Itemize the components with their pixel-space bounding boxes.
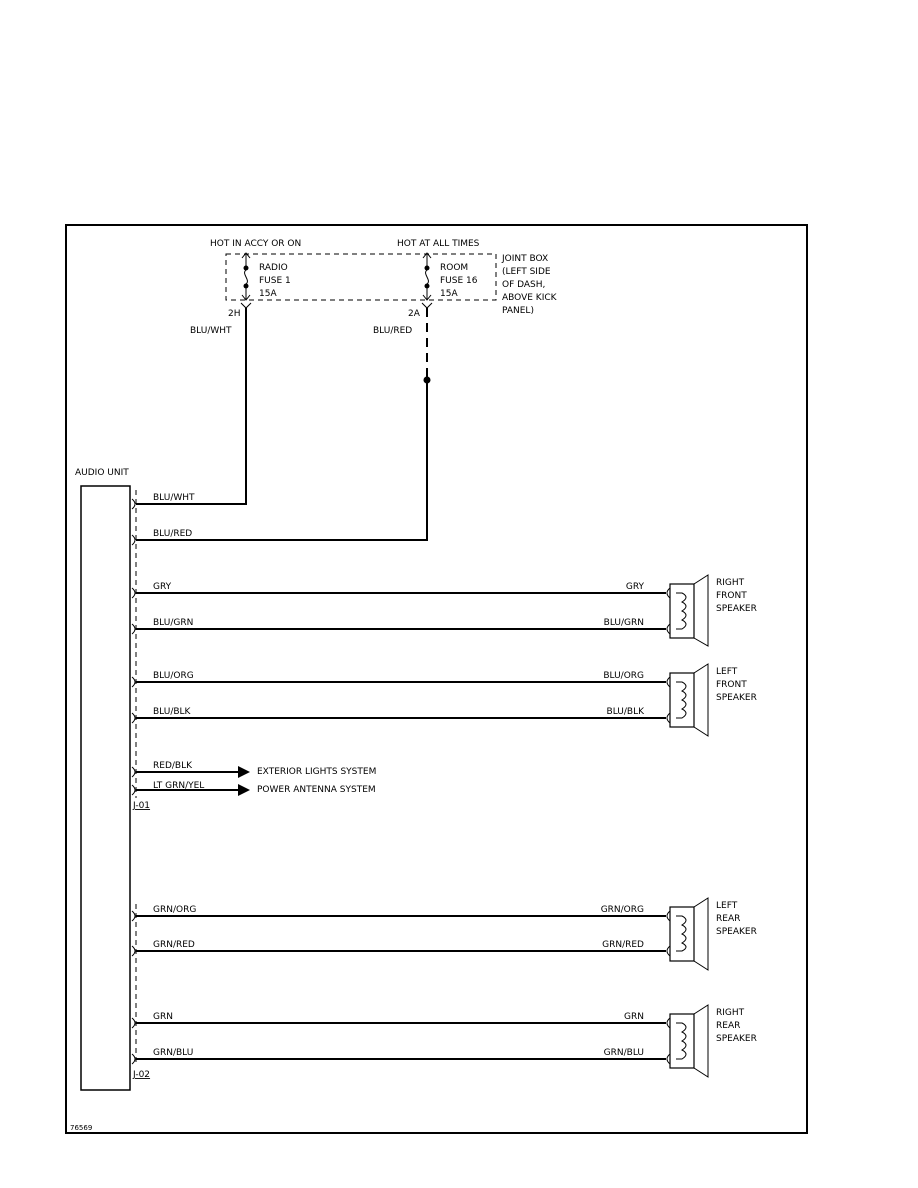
hot-in-accy-label: HOT IN ACCY OR ON bbox=[210, 239, 301, 249]
wire-label-blu-blk-right: BLU/BLK bbox=[607, 707, 646, 717]
fuse-1-pin-label: 2H bbox=[228, 309, 241, 319]
svg-text:RIGHT: RIGHT bbox=[716, 1008, 745, 1018]
left-rear-speaker-label: LEFT REAR SPEAKER bbox=[716, 901, 757, 937]
diagram-frame bbox=[65, 224, 808, 1134]
wire-label-grn-red-left: GRN/RED bbox=[153, 940, 195, 950]
fuse-2-pin-label: 2A bbox=[408, 309, 421, 319]
joint-box-label: JOINT BOX (LEFT SIDE OF DASH, ABOVE KICK… bbox=[501, 254, 558, 316]
svg-text:JOINT BOX: JOINT BOX bbox=[501, 254, 548, 264]
svg-text:RIGHT: RIGHT bbox=[716, 578, 745, 588]
radio-fuse-1-label: RADIO FUSE 1 15A bbox=[259, 263, 291, 299]
audio-unit-box bbox=[80, 485, 131, 1091]
svg-text:FUSE 16: FUSE 16 bbox=[440, 276, 478, 286]
svg-text:SPEAKER: SPEAKER bbox=[716, 927, 757, 937]
wire-label-grn-blu-left: GRN/BLU bbox=[153, 1048, 193, 1058]
wire-label-gry-right: GRY bbox=[626, 582, 645, 592]
svg-text:FRONT: FRONT bbox=[716, 680, 747, 690]
left-front-speaker-symbol bbox=[666, 663, 709, 737]
wire-label-blu-red: BLU/RED bbox=[153, 529, 192, 539]
hot-at-all-times-label: HOT AT ALL TIMES bbox=[397, 239, 480, 249]
wire-label-blu-grn-left: BLU/GRN bbox=[153, 618, 193, 628]
wire-label-lt-grn-yel: LT GRN/YEL bbox=[153, 781, 204, 791]
left-rear-speaker-symbol bbox=[666, 897, 709, 971]
wire-label-grn-org-left: GRN/ORG bbox=[153, 905, 196, 915]
svg-text:(LEFT SIDE: (LEFT SIDE bbox=[502, 267, 551, 277]
svg-text:LEFT: LEFT bbox=[716, 901, 738, 911]
svg-text:ROOM: ROOM bbox=[440, 263, 468, 273]
right-front-speaker-label: RIGHT FRONT SPEAKER bbox=[716, 578, 757, 614]
svg-text:REAR: REAR bbox=[716, 914, 740, 924]
wire-label-blu-blk-left: BLU/BLK bbox=[153, 707, 192, 717]
svg-text:SPEAKER: SPEAKER bbox=[716, 693, 757, 703]
connector-j02-label: J-02 bbox=[132, 1070, 150, 1080]
svg-text:SPEAKER: SPEAKER bbox=[716, 1034, 757, 1044]
wire-label-blu-org-right: BLU/ORG bbox=[603, 671, 644, 681]
fuse-1-wire-label: BLU/WHT bbox=[190, 326, 232, 336]
connector-pins bbox=[131, 498, 136, 1065]
wire-label-grn-left: GRN bbox=[153, 1012, 173, 1022]
svg-text:OF DASH,: OF DASH, bbox=[502, 280, 545, 290]
svg-text:SPEAKER: SPEAKER bbox=[716, 604, 757, 614]
right-front-speaker-symbol bbox=[666, 574, 709, 647]
wire-label-grn-right: GRN bbox=[624, 1012, 644, 1022]
feed-wire-blu-red bbox=[136, 383, 428, 541]
svg-text:FRONT: FRONT bbox=[716, 591, 747, 601]
svg-text:RADIO: RADIO bbox=[259, 263, 288, 273]
right-rear-speaker-label: RIGHT REAR SPEAKER bbox=[716, 1008, 757, 1044]
feed-wire-blu-wht bbox=[136, 308, 247, 505]
wire-label-grn-blu-right: GRN/BLU bbox=[604, 1048, 644, 1058]
exterior-lights-label: EXTERIOR LIGHTS SYSTEM bbox=[257, 767, 376, 777]
wire-label-blu-org-left: BLU/ORG bbox=[153, 671, 194, 681]
wire-label-gry-left: GRY bbox=[153, 582, 172, 592]
right-rear-speaker-symbol bbox=[666, 1004, 709, 1078]
wire-label-grn-red-right: GRN/RED bbox=[602, 940, 644, 950]
arrow-power-antenna bbox=[238, 784, 250, 796]
room-fuse-16-label: ROOM FUSE 16 15A bbox=[440, 263, 478, 299]
fuse-2-wire-label: BLU/RED bbox=[373, 326, 412, 336]
audio-unit-label: AUDIO UNIT bbox=[75, 468, 129, 478]
wire-label-blu-grn-right: BLU/GRN bbox=[604, 618, 644, 628]
figure-number: 76569 bbox=[70, 1124, 92, 1132]
wire-label-grn-org-right: GRN/ORG bbox=[601, 905, 644, 915]
wire-label-blu-wht: BLU/WHT bbox=[153, 493, 195, 503]
wire-label-red-blk: RED/BLK bbox=[153, 761, 193, 771]
arrow-exterior-lights bbox=[238, 766, 250, 778]
svg-text:ABOVE KICK: ABOVE KICK bbox=[502, 293, 558, 303]
splice-point bbox=[423, 376, 431, 384]
svg-text:15A: 15A bbox=[259, 289, 277, 299]
svg-text:FUSE 1: FUSE 1 bbox=[259, 276, 291, 286]
connector-j01-label: J-01 bbox=[132, 801, 150, 811]
svg-text:LEFT: LEFT bbox=[716, 667, 738, 677]
svg-text:15A: 15A bbox=[440, 289, 458, 299]
left-front-speaker-label: LEFT FRONT SPEAKER bbox=[716, 667, 757, 703]
joint-box-outline bbox=[225, 253, 497, 301]
room-fuse-16 bbox=[421, 252, 433, 309]
svg-text:REAR: REAR bbox=[716, 1021, 740, 1031]
svg-text:PANEL): PANEL) bbox=[502, 306, 534, 316]
power-antenna-label: POWER ANTENNA SYSTEM bbox=[257, 785, 376, 795]
